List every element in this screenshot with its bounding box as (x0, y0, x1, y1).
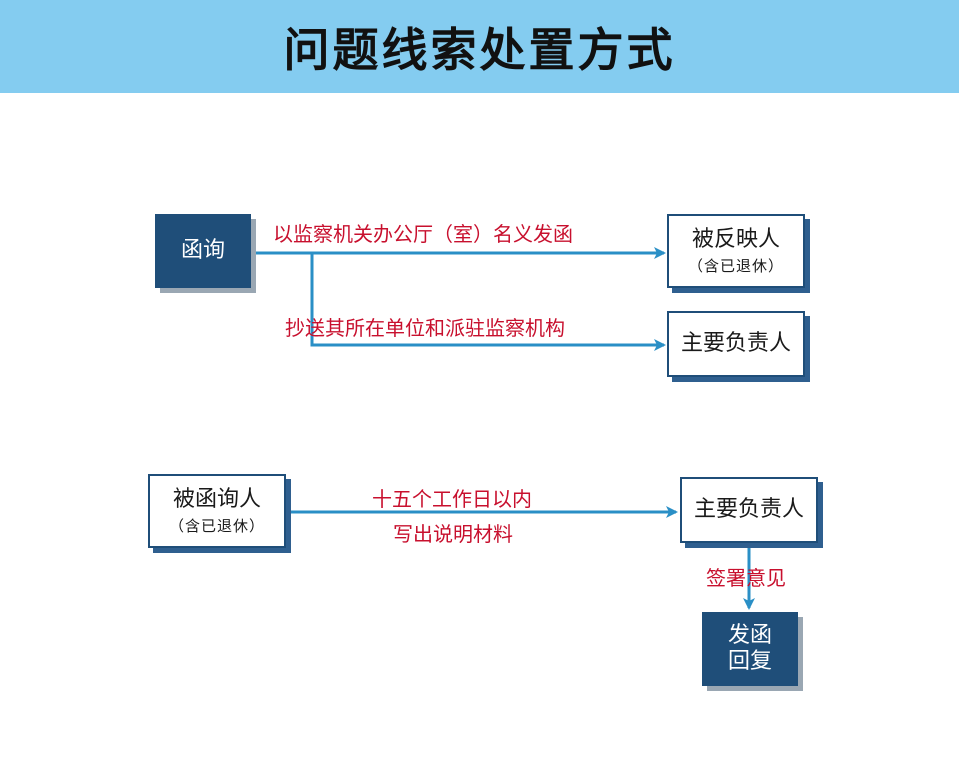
box-zhuyao-1-label: 主要负责人 (680, 330, 791, 356)
label-cc: 抄送其所在单位和派驻监察机构 (285, 316, 565, 340)
box-hanxun: 函询 (155, 214, 251, 288)
box-beifanying-sub: （含已退休） (687, 256, 784, 275)
box-zhuyao-2-label: 主要负责人 (693, 496, 804, 522)
label-send-letter: 以监察机关办公厅（室）名义发函 (273, 222, 573, 246)
header-banner: 问题线索处置方式 (0, 0, 959, 93)
box-hanxun-label: 函询 (180, 237, 225, 263)
box-beifanying-main: 被反映人 (691, 227, 780, 253)
box-beifanying: 被反映人 （含已退休） (667, 214, 805, 288)
arrow-hanxun-to-zhuyao (310, 253, 666, 351)
box-fahan-line-1: 发函 (727, 622, 772, 648)
box-fahan-huifu: 发函 回复 (702, 612, 798, 686)
box-beihanxun-main: 被函询人 (172, 487, 261, 513)
page-title: 问题线索处置方式 (283, 22, 676, 77)
box-fahan-line-2: 回复 (727, 649, 772, 674)
box-beihanxun-sub: （含已退休） (168, 516, 265, 535)
label-fifteen-days: 十五个工作日以内 (372, 487, 532, 511)
label-write-statement: 写出说明材料 (393, 522, 513, 546)
box-zhuyao-1: 主要负责人 (667, 311, 805, 377)
box-zhuyao-2: 主要负责人 (680, 477, 818, 543)
box-beihanxun: 被函询人 （含已退休） (148, 474, 286, 548)
label-sign-opinion: 签署意见 (706, 566, 786, 590)
